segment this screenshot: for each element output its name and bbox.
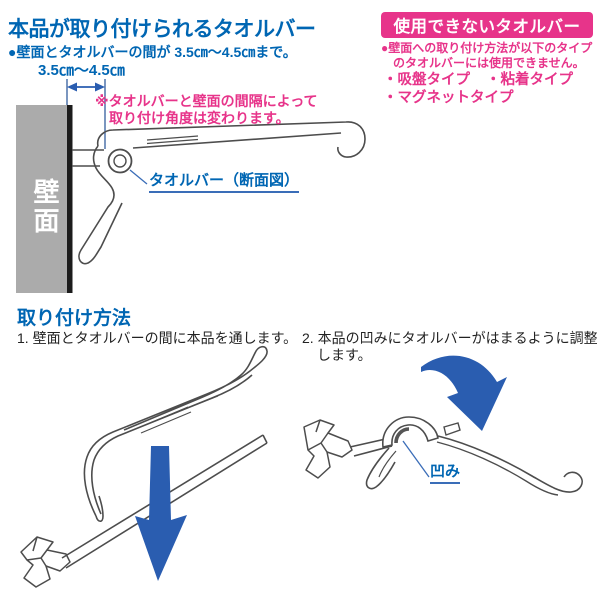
wall-gap-diagram <box>16 79 366 293</box>
recess-label: 凹み <box>430 460 461 484</box>
wall-surface <box>16 105 67 293</box>
wall-edge <box>67 105 73 293</box>
step1-hook-product <box>83 345 268 523</box>
step2-hook-product <box>365 416 583 496</box>
bar-label-leader-line <box>129 169 148 185</box>
installation-method-title: 取り付け方法 <box>17 308 132 329</box>
angle-note-line2: 取り付け角度は変わります。 <box>109 109 290 126</box>
down-arrow-icon <box>135 446 187 581</box>
step1-instruction: 1. 壁面とタオルバーの間に本品を通します。 <box>17 330 298 346</box>
unusable-bar-condition-line1: ●壁面への取り付け方法が以下のタイプ <box>381 41 593 55</box>
angle-note-line1: ※タオルバーと壁面の間隔によって <box>95 93 318 109</box>
angle-note: ※タオルバーと壁面の間隔によって 取り付け角度は変わります。 <box>95 93 318 126</box>
unusable-type-adhesive: ・粘着タイプ <box>486 72 573 88</box>
gap-measurement-label: 3.5㎝〜4.5㎝ <box>38 62 125 79</box>
unusable-bar-title-badge: 使用できないタオルバー <box>381 12 593 38</box>
usable-bar-condition: ●壁面とタオルバーの間が 3.5㎝〜4.5㎝まで。 <box>8 44 297 60</box>
usable-bar-title: 本品が取り付けられるタオルバー <box>8 18 316 41</box>
step2-diagram <box>303 355 583 496</box>
unusable-bar-condition-line2: のタオルバーには使用できません。 <box>393 55 585 70</box>
step2-instruction-line2: します。 <box>317 347 372 363</box>
step2-towel-bar-end <box>443 422 461 436</box>
unusable-type-magnet: ・マグネットタイプ <box>383 90 514 106</box>
recess-leader-line <box>402 440 430 478</box>
measurement-extent-lines <box>66 79 106 149</box>
towel-bar-arm <box>72 149 104 167</box>
unusable-bar-condition: ●壁面への取り付け方法が以下のタイプ のタオルバーには使用できません。 <box>381 41 592 70</box>
measurement-arrow-icon <box>67 82 105 92</box>
curved-arrow-icon <box>421 355 507 431</box>
step1-diagram <box>20 345 268 588</box>
wall-label: 壁面 <box>30 178 60 236</box>
step2-bar-bracket <box>303 419 353 479</box>
bar-cross-section-inner <box>113 154 127 168</box>
step1-bar-bracket <box>20 536 71 588</box>
unusable-type-suction: ・吸盤タイプ <box>383 72 470 88</box>
step2-instruction-line1: 2. 本品の凹みにタオルバーがはまるように調整 <box>302 330 598 346</box>
step2-instruction: 2. 本品の凹みにタオルバーがはまるように調整 します。 <box>302 330 598 364</box>
unusable-types-row: ・吸盤タイプ ・粘着タイプ <box>383 68 573 89</box>
hook-product-side-view <box>78 121 366 265</box>
bar-cross-section-label: タオルバー（断面図） <box>149 169 300 193</box>
